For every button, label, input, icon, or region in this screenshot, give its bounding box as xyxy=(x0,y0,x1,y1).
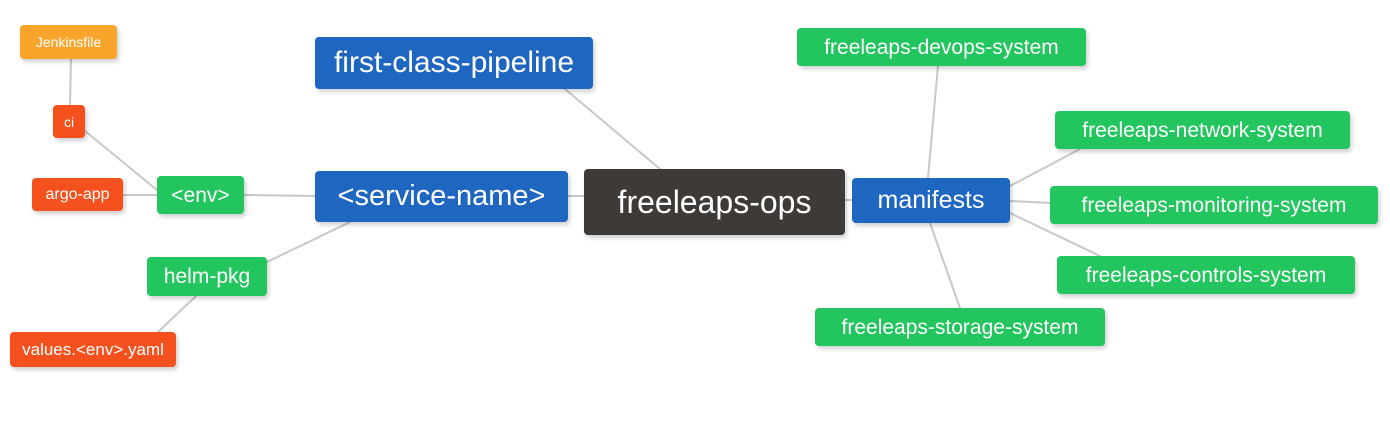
edge-helm-pkg-to-service-name xyxy=(266,221,351,263)
node-label: freeleaps-devops-system xyxy=(824,35,1059,59)
edge-first-class-pipeline-to-freeleaps-ops xyxy=(564,88,661,170)
node-manifests[interactable]: manifests xyxy=(852,178,1010,223)
node-label: values.<env>.yaml xyxy=(22,340,164,359)
edge-values-env-yaml-to-helm-pkg xyxy=(157,295,197,333)
edge-manifests-to-freeleaps-network-system xyxy=(1009,148,1081,187)
node-freeleaps-controls-system[interactable]: freeleaps-controls-system xyxy=(1057,256,1355,294)
node-label: argo-app xyxy=(45,185,110,203)
node-freeleaps-devops-system[interactable]: freeleaps-devops-system xyxy=(797,28,1086,66)
node-label: freeleaps-storage-system xyxy=(841,315,1079,339)
node-freeleaps-network-system[interactable]: freeleaps-network-system xyxy=(1055,111,1350,149)
node-values-env-yaml[interactable]: values.<env>.yaml xyxy=(10,332,176,367)
node-label: helm-pkg xyxy=(163,265,251,288)
node-label: freeleaps-network-system xyxy=(1082,118,1323,142)
node-label: <service-name> xyxy=(337,180,546,212)
node-jenkinsfile[interactable]: Jenkinsfile xyxy=(20,25,117,59)
node-label: first-class-pipeline xyxy=(333,46,575,79)
edge-manifests-to-freeleaps-monitoring-system xyxy=(1009,200,1051,204)
node-label: ci xyxy=(63,113,75,130)
node-first-class-pipeline[interactable]: first-class-pipeline xyxy=(315,37,593,89)
node-label: freeleaps-monitoring-system xyxy=(1081,193,1347,217)
node-helm-pkg[interactable]: helm-pkg xyxy=(147,257,267,296)
node-label: manifests xyxy=(877,186,985,214)
node-service-name[interactable]: <service-name> xyxy=(315,171,568,222)
node-freeleaps-monitoring-system[interactable]: freeleaps-monitoring-system xyxy=(1050,186,1378,224)
node-env[interactable]: <env> xyxy=(157,176,244,214)
edge-freeleaps-devops-system-to-manifests xyxy=(927,65,939,179)
node-label: <env> xyxy=(171,183,230,207)
edge-jenkinsfile-to-ci xyxy=(69,58,72,106)
node-ci[interactable]: ci xyxy=(53,105,85,138)
edge-manifests-to-freeleaps-storage-system xyxy=(929,222,961,309)
node-argo-app[interactable]: argo-app xyxy=(32,178,123,211)
node-freeleaps-storage-system[interactable]: freeleaps-storage-system xyxy=(815,308,1105,346)
node-label: freeleaps-controls-system xyxy=(1085,263,1327,287)
node-label: freeleaps-ops xyxy=(617,184,812,220)
node-freeleaps-ops[interactable]: freeleaps-ops xyxy=(584,169,845,235)
edge-env-to-service-name xyxy=(243,194,316,197)
node-label: Jenkinsfile xyxy=(35,34,102,50)
